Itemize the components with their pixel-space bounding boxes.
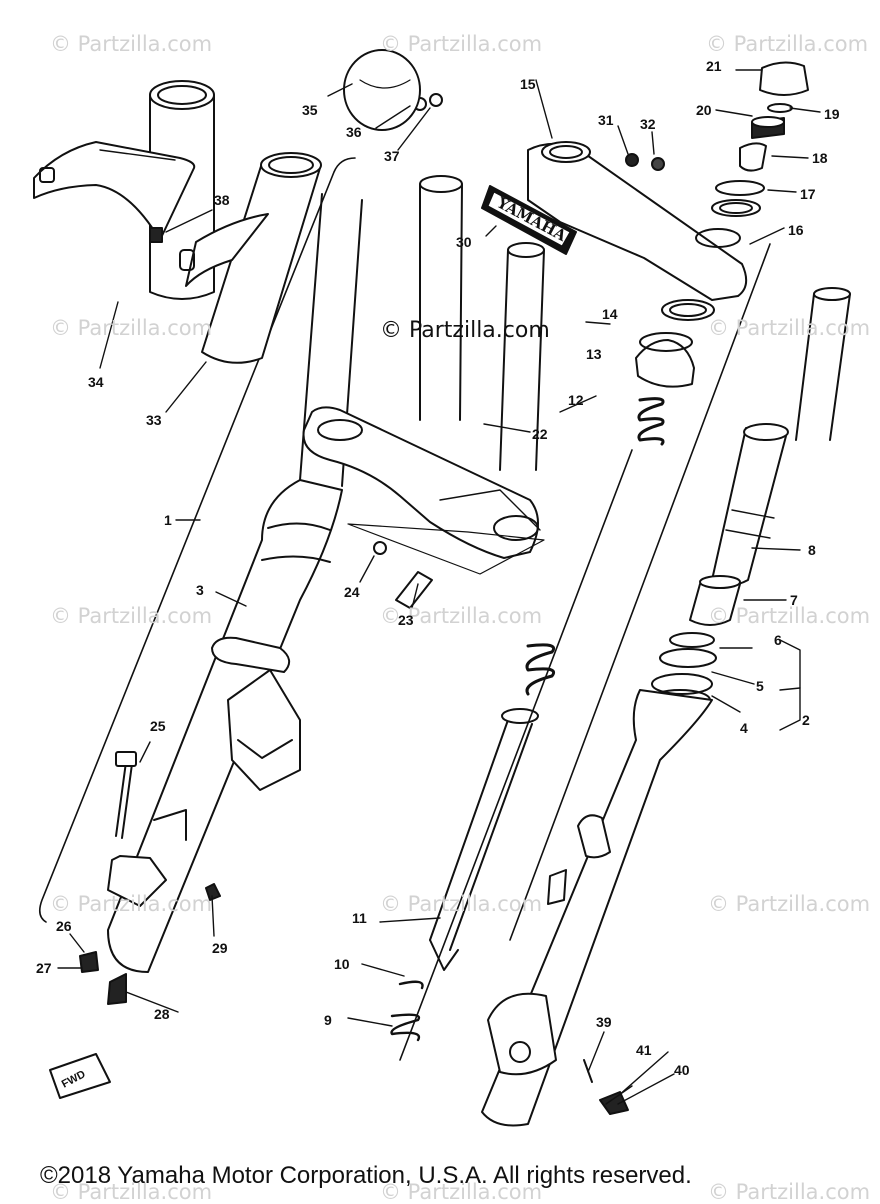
- callout-20: 20: [696, 102, 712, 118]
- ring-17: [715, 180, 765, 196]
- seal-parts-4-5-6: [649, 632, 717, 711]
- callout-27: 27: [36, 960, 52, 976]
- callout-11: 11: [352, 910, 367, 926]
- callout-26: 26: [56, 918, 72, 934]
- watermark: © Partzilla.com: [706, 32, 869, 56]
- callout-34: 34: [88, 374, 104, 390]
- watermark: © Partzilla.com: [380, 32, 543, 56]
- watermark: © Partzilla.com: [50, 604, 213, 628]
- bearing-16: [711, 199, 761, 217]
- callout-4: 4: [740, 720, 748, 736]
- watermark: © Partzilla.com: [708, 1180, 871, 1204]
- callout-21: 21: [706, 58, 722, 74]
- right-fork-assembly-outline: [399, 243, 771, 1061]
- spring-9: [390, 980, 424, 1042]
- fwd-arrow: FWD: [49, 1053, 111, 1099]
- callout-12: 12: [568, 392, 584, 408]
- center-watermark: © Partzilla.com: [380, 318, 550, 343]
- watermark: © Partzilla.com: [50, 32, 213, 56]
- callout-28: 28: [154, 1006, 170, 1022]
- callout-6: 6: [774, 632, 782, 648]
- callout-15: 15: [520, 76, 536, 92]
- right-inner-tube-upper: [795, 287, 851, 441]
- callout-40: 40: [674, 1062, 690, 1078]
- callout-31: 31: [598, 112, 614, 128]
- callout-1: 1: [164, 512, 172, 528]
- watermark: © Partzilla.com: [708, 316, 871, 340]
- steering-stem: [499, 242, 545, 471]
- callout-29: 29: [212, 940, 228, 956]
- callout-18: 18: [812, 150, 828, 166]
- stem-nut-18: [739, 142, 767, 172]
- callout-35: 35: [302, 102, 318, 118]
- nut-20: [751, 116, 785, 139]
- small-hardware: [79, 49, 665, 1115]
- callout-10: 10: [334, 956, 350, 972]
- bearing-13: [635, 332, 695, 388]
- callout-37: 37: [384, 148, 400, 164]
- callout-23: 23: [398, 612, 414, 628]
- watermark: © Partzilla.com: [708, 604, 871, 628]
- callout-32: 32: [640, 116, 656, 132]
- watermark: © Partzilla.com: [50, 316, 213, 340]
- callout-17: 17: [800, 186, 816, 202]
- leader-lines: [57, 69, 821, 1105]
- callout-33: 33: [146, 412, 162, 428]
- left-fork-assembly-outline: [38, 157, 356, 923]
- bearing-14: [661, 299, 715, 321]
- washer-19: [767, 103, 793, 113]
- fork-spring-12: [525, 397, 665, 696]
- callout-41: 41: [636, 1042, 652, 1058]
- callout-30: 30: [456, 234, 472, 250]
- callout-7: 7: [790, 592, 798, 608]
- watermark: © Partzilla.com: [380, 892, 543, 916]
- callout-14: 14: [602, 306, 618, 322]
- watermark: © Partzilla.com: [380, 604, 543, 628]
- callout-36: 36: [346, 124, 362, 140]
- fork-cover-8: [711, 423, 789, 586]
- callout-5: 5: [756, 678, 764, 694]
- callout-24: 24: [344, 584, 360, 600]
- watermark: © Partzilla.com: [708, 892, 871, 916]
- upper-bracket: [527, 141, 748, 301]
- cap-21: [759, 61, 809, 96]
- callout-2: 2: [802, 712, 810, 728]
- cylinder-7: [689, 575, 741, 626]
- callout-25: 25: [150, 718, 166, 734]
- right-outer-tube: [481, 689, 713, 1127]
- callout-39: 39: [596, 1014, 612, 1030]
- left-outer-tube: [107, 479, 343, 973]
- callout-3: 3: [196, 582, 204, 598]
- callout-16: 16: [788, 222, 804, 238]
- callout-22: 22: [532, 426, 548, 442]
- headlight-bracket-left: [33, 80, 215, 300]
- callout-19: 19: [824, 106, 840, 122]
- callout-38: 38: [214, 192, 230, 208]
- callout-13: 13: [586, 346, 602, 362]
- callout-9: 9: [324, 1012, 332, 1028]
- under-bracket: [302, 406, 545, 575]
- callout-8: 8: [808, 542, 816, 558]
- watermark: © Partzilla.com: [50, 892, 213, 916]
- copyright-notice: ©2018 Yamaha Motor Corporation, U.S.A. A…: [40, 1162, 692, 1189]
- headlight-bracket-right: [179, 152, 322, 364]
